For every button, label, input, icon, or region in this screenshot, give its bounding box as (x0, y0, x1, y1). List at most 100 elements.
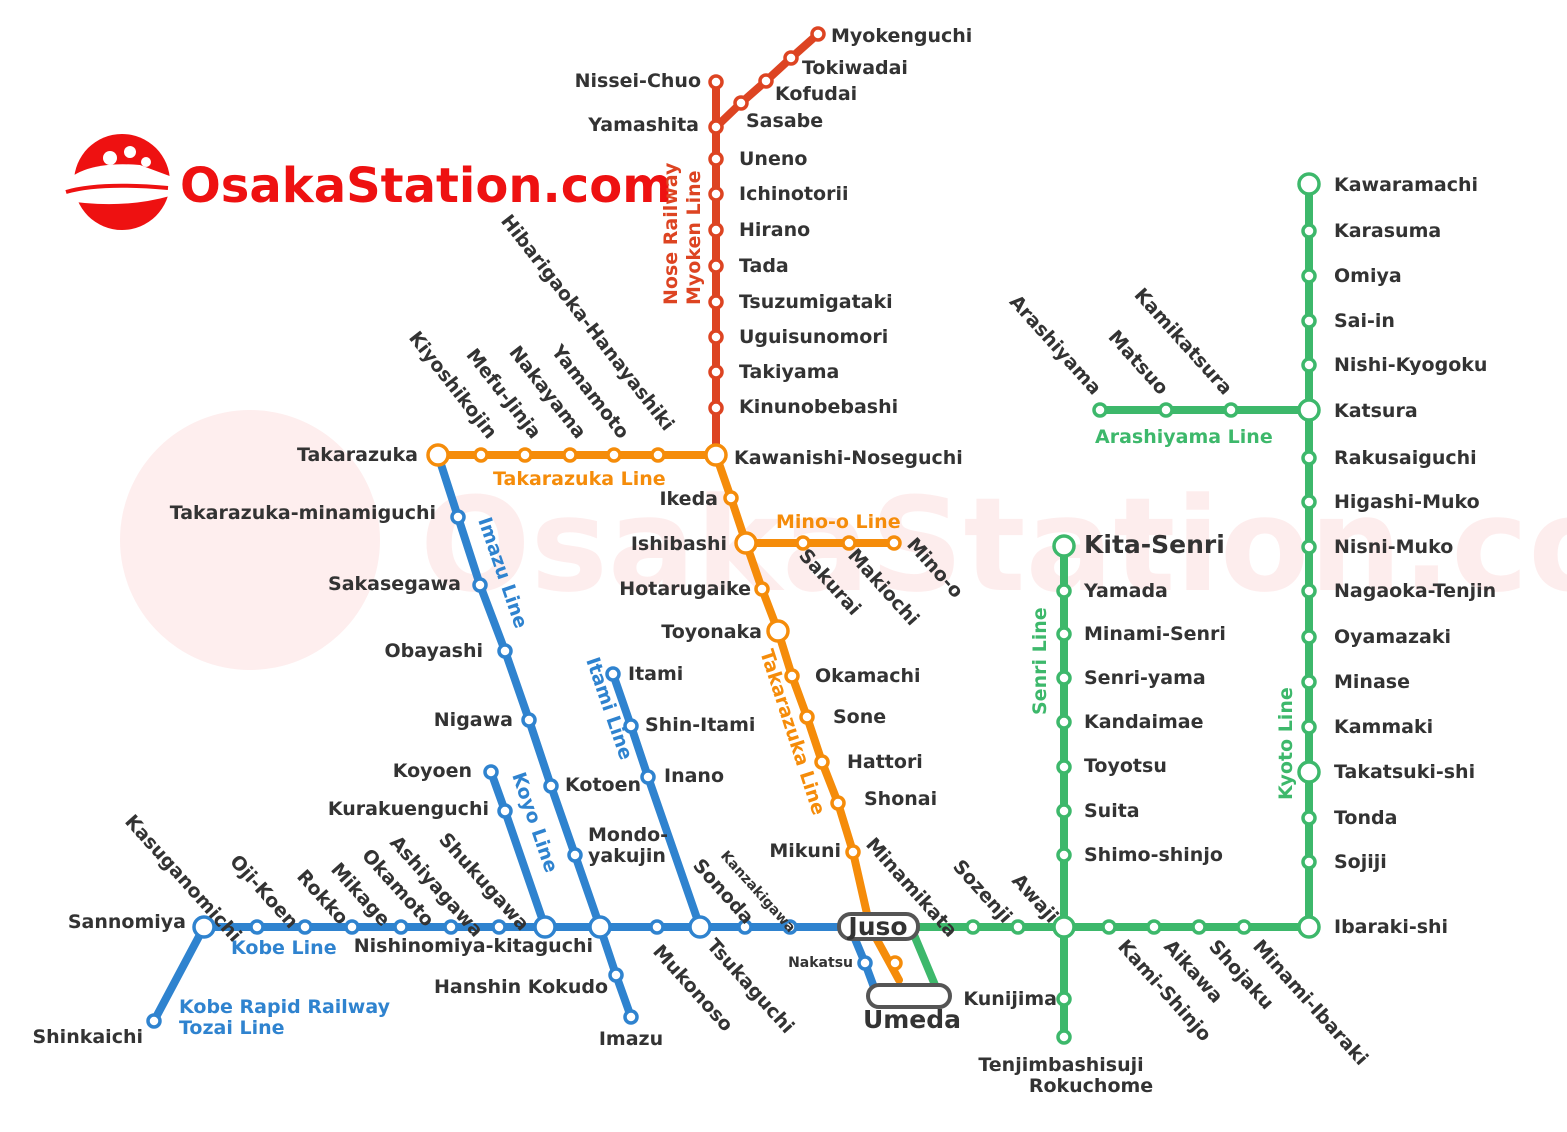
station-marker-minoo[interactable] (886, 535, 902, 551)
station-marker-katsura[interactable] (1297, 398, 1321, 422)
station-marker-nakayama[interactable] (562, 447, 578, 463)
station-marker-ikeda[interactable] (723, 490, 739, 506)
station-marker-matsuo[interactable] (1158, 402, 1174, 418)
station-marker-sone[interactable] (799, 709, 815, 725)
station-marker-kofudai[interactable] (758, 73, 774, 89)
station-marker-uguisunomori[interactable] (708, 329, 724, 345)
station-marker-myokenguchi[interactable] (810, 26, 826, 42)
station-marker-kiyoshikojin[interactable] (473, 447, 489, 463)
station-marker-yamamoto[interactable] (606, 447, 622, 463)
station-marker-yamashita[interactable] (708, 119, 724, 135)
station-marker-nagaoka-tenjin[interactable] (1301, 583, 1317, 599)
station-marker-obayashi[interactable] (497, 643, 513, 659)
station-marker-kurakuenguchi[interactable] (497, 803, 513, 819)
station-marker-nakatsu-takarazuka[interactable] (887, 955, 903, 971)
station-marker-tonda[interactable] (1301, 810, 1317, 826)
station-marker-kawanishi-noseguchi[interactable] (704, 443, 728, 467)
station-marker-sannomiya[interactable] (192, 915, 216, 939)
station-marker-kinunobebashi[interactable] (708, 400, 724, 416)
station-marker-hattori[interactable] (814, 754, 830, 770)
station-marker-uneno[interactable] (708, 151, 724, 167)
station-marker-hanshin-kokudo[interactable] (608, 967, 624, 983)
station-marker-senri-yama[interactable] (1056, 670, 1072, 686)
station-marker-mondo-yakujin[interactable] (567, 847, 583, 863)
station-marker-kotoen[interactable] (543, 778, 559, 794)
station-marker-rokko[interactable] (297, 919, 313, 935)
station-marker-takiyama[interactable] (708, 364, 724, 380)
station-marker-mukonoso[interactable] (649, 919, 665, 935)
station-marker-hotarugaike[interactable] (754, 581, 770, 597)
station-marker-mikage[interactable] (344, 919, 360, 935)
station-marker-tokiwadai[interactable] (783, 50, 799, 66)
station-marker-aikawa[interactable] (1146, 919, 1162, 935)
station-marker-ashiyagawa[interactable] (443, 919, 459, 935)
station-marker-makiochi[interactable] (841, 535, 857, 551)
station-marker-kita-senri[interactable] (1052, 534, 1076, 558)
station-marker-rakusaiguchi[interactable] (1301, 450, 1317, 466)
station-marker-oji-koen[interactable] (249, 919, 265, 935)
station-marker-itami[interactable] (605, 666, 621, 682)
station-marker-nissei-chuo[interactable] (708, 74, 724, 90)
station-marker-toyotsu[interactable] (1056, 759, 1072, 775)
station-marker-minamikata[interactable] (965, 919, 981, 935)
station-marker-ishibashi[interactable] (734, 531, 758, 555)
station-marker-kanzakigawa[interactable] (782, 919, 798, 935)
station-marker-shinkaichi[interactable] (146, 1013, 162, 1029)
station-marker-kamikatsura[interactable] (1223, 402, 1239, 418)
station-marker-kammaki[interactable] (1301, 719, 1317, 735)
station-marker-kawaramachi[interactable] (1297, 172, 1321, 196)
station-marker-tsukaguchi[interactable] (688, 915, 712, 939)
station-marker-tada[interactable] (708, 258, 724, 274)
station-marker-koyoen[interactable] (483, 764, 499, 780)
station-marker-imazu[interactable] (623, 1009, 639, 1025)
station-marker-nishinomiya-kitaguchi[interactable] (588, 915, 612, 939)
station-marker-shimo-shinjo[interactable] (1056, 847, 1072, 863)
station-marker-kami-shinjo[interactable] (1101, 919, 1117, 935)
station-marker-oyamazaki[interactable] (1301, 629, 1317, 645)
station-marker-tenjimbashisuji[interactable] (1056, 1029, 1072, 1045)
station-marker-nigawa[interactable] (521, 712, 537, 728)
station-marker-kandaimae[interactable] (1056, 714, 1072, 730)
station-marker-takatsuki-shi[interactable] (1297, 760, 1321, 784)
umeda-terminal-marker[interactable] (866, 983, 952, 1009)
station-marker-awaji[interactable] (1052, 915, 1076, 939)
station-marker-sasabe[interactable] (733, 95, 749, 111)
station-marker-omiya[interactable] (1301, 268, 1317, 284)
station-marker-suita[interactable] (1056, 803, 1072, 819)
station-marker-minami-ibaraki[interactable] (1236, 919, 1252, 935)
station-marker-nishi-kyogoku[interactable] (1301, 357, 1317, 373)
station-marker-higashi-muko[interactable] (1301, 494, 1317, 510)
station-marker-shonai[interactable] (830, 795, 846, 811)
station-marker-sai-in[interactable] (1301, 313, 1317, 329)
station-marker-arashiyama[interactable] (1092, 402, 1108, 418)
station-marker-shin-itami[interactable] (623, 718, 639, 734)
station-marker-mikuni[interactable] (845, 844, 861, 860)
station-marker-sozenji[interactable] (1010, 919, 1026, 935)
station-marker-mefu-jinja[interactable] (517, 447, 533, 463)
station-marker-hirano[interactable] (708, 222, 724, 238)
station-marker-takarazuka-minamiguchi[interactable] (450, 509, 466, 525)
station-marker-takarazuka[interactable] (426, 443, 450, 467)
station-marker-okamoto[interactable] (393, 919, 409, 935)
station-marker-minase[interactable] (1301, 674, 1317, 690)
station-marker-sakasegawa[interactable] (472, 577, 488, 593)
station-marker-kunijima[interactable] (1056, 991, 1072, 1007)
station-marker-minami-senri[interactable] (1056, 626, 1072, 642)
station-marker-toyonaka[interactable] (766, 619, 790, 643)
station-marker-ibaraki-shi[interactable] (1297, 915, 1321, 939)
station-marker-nakatsu[interactable] (857, 955, 873, 971)
station-marker-nisni-muko[interactable] (1301, 539, 1317, 555)
station-marker-shukugawa[interactable] (491, 919, 507, 935)
station-marker-okamachi[interactable] (784, 668, 800, 684)
station-marker-tsuzumigataki[interactable] (708, 294, 724, 310)
station-marker-ichinotorii[interactable] (708, 186, 724, 202)
station-marker-sonoda[interactable] (737, 919, 753, 935)
station-marker-sakurai[interactable] (795, 535, 811, 551)
station-marker-shojaku[interactable] (1191, 919, 1207, 935)
station-marker-hibarigaoka[interactable] (650, 447, 666, 463)
station-marker-inano[interactable] (640, 769, 656, 785)
juso-terminal-marker[interactable] (837, 912, 920, 941)
station-marker-karasuma[interactable] (1301, 223, 1317, 239)
station-marker-yamada[interactable] (1056, 583, 1072, 599)
station-marker-koyo-junction[interactable] (533, 915, 557, 939)
